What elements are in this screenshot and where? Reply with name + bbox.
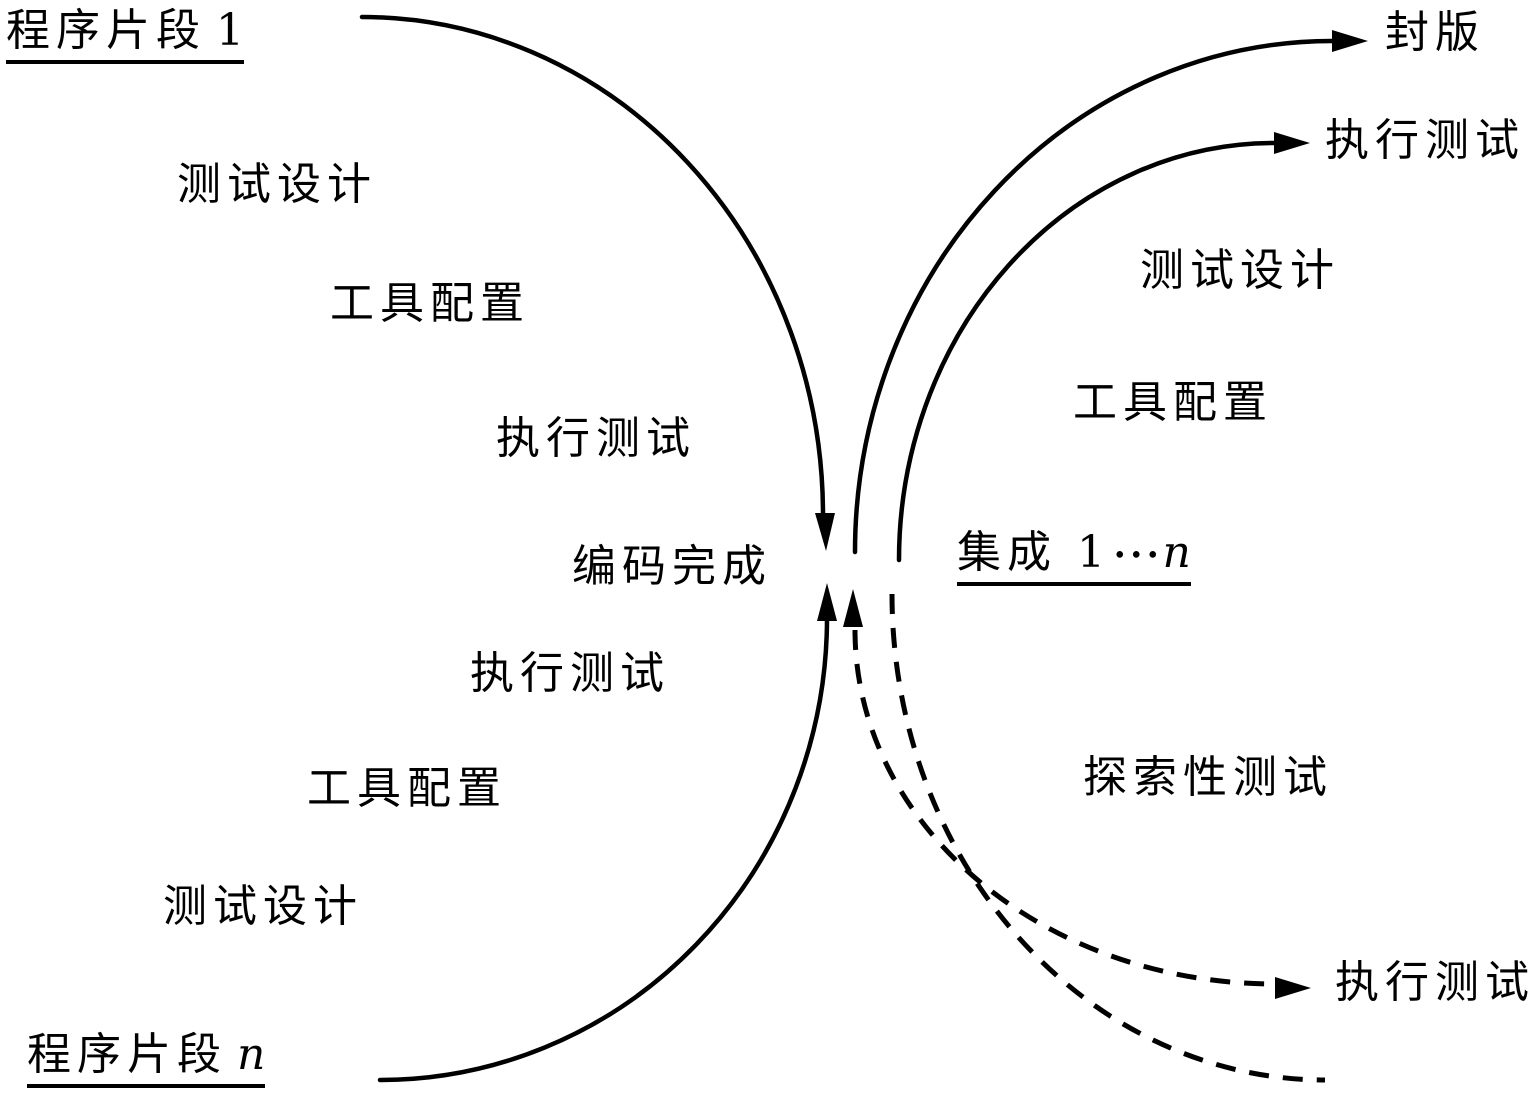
label-tool-config-right: 工具配置 xyxy=(1073,377,1273,428)
integration-dots: ••• xyxy=(1112,542,1163,569)
label-coding-complete: 编码完成 xyxy=(572,541,772,592)
edge-center-to-seal xyxy=(852,38,1335,555)
program-fragment-n-text: 程序片段 xyxy=(27,1029,227,1080)
integration-index: n xyxy=(1162,527,1191,578)
program-fragment-1-text: 程序片段 xyxy=(6,5,206,56)
edge-center-to-execute-top xyxy=(896,140,1277,563)
label-execute-test-lower-left: 执行测试 xyxy=(470,648,670,699)
label-test-design-right: 测试设计 xyxy=(1140,245,1340,296)
label-test-design-upper-left: 测试设计 xyxy=(177,159,377,210)
edge-exploratory-loop-dashed xyxy=(852,629,1276,987)
edge-exploratory-repeat-dashed xyxy=(889,593,1326,1083)
integration-text: 集成 1 xyxy=(957,527,1111,578)
label-execute-test-upper-left: 执行测试 xyxy=(496,413,696,464)
label-seal-version: 封版 xyxy=(1385,7,1485,58)
edge-fragment1-to-center xyxy=(359,14,826,518)
program-fragment-n-index: n xyxy=(237,1029,266,1080)
arrowhead-right-seal-icon xyxy=(1332,30,1368,52)
label-tool-config-upper-left: 工具配置 xyxy=(330,278,530,329)
label-execute-test-bottom-right: 执行测试 xyxy=(1335,957,1535,1008)
arrowhead-down-into-center-icon xyxy=(815,513,835,551)
arrowhead-up-into-center-icon xyxy=(817,583,837,621)
label-test-design-lower-left: 测试设计 xyxy=(163,881,363,932)
program-fragment-1-index: 1 xyxy=(216,5,244,56)
edge-fragmentn-to-center xyxy=(377,615,830,1083)
arrowhead-up-dashed-into-center-icon xyxy=(843,589,863,627)
label-tool-config-lower-left: 工具配置 xyxy=(307,763,507,814)
label-integration-1-n: 集成 1•••n xyxy=(957,527,1191,586)
arrowhead-right-execute-top-icon xyxy=(1274,132,1310,154)
arrowhead-right-execute-bottom-icon xyxy=(1275,977,1311,999)
label-execute-test-top-right: 执行测试 xyxy=(1325,115,1525,166)
label-exploratory-testing: 探索性测试 xyxy=(1083,752,1333,803)
